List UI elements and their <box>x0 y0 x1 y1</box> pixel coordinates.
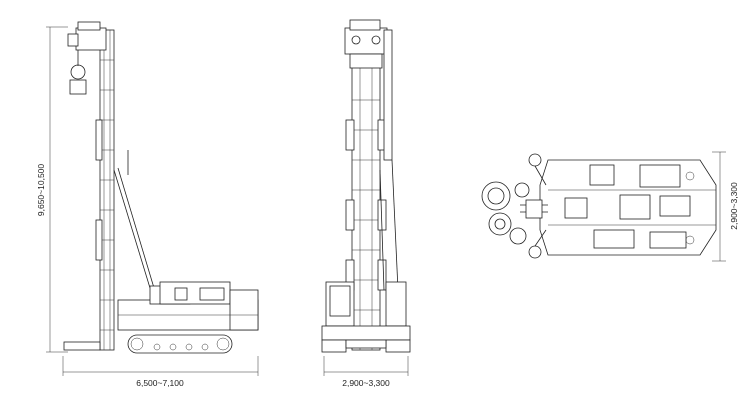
top-width-dimension: 2,900~3,300 <box>712 151 739 262</box>
side-height-dimension: 9,650~10,500 <box>36 26 68 353</box>
front-view: 2,900~3,300 <box>321 19 411 388</box>
machine-body <box>117 281 259 331</box>
front-width-dimension: 2,900~3,300 <box>323 356 409 388</box>
side-height-label: 9,650~10,500 <box>36 164 46 217</box>
top-view: 2,900~3,300 <box>481 151 739 262</box>
top-rotary-head <box>481 153 548 259</box>
side-length-dimension: 6,500~7,100 <box>62 356 259 388</box>
front-body <box>321 281 411 353</box>
side-view: 9,650~10,500 <box>36 21 259 388</box>
top-width-label: 2,900~3,300 <box>729 182 739 230</box>
mast <box>63 21 115 351</box>
backstay <box>113 150 155 289</box>
top-deck <box>539 159 717 256</box>
front-width-label: 2,900~3,300 <box>342 378 390 388</box>
crawler-track <box>127 334 233 354</box>
front-mast <box>344 19 399 351</box>
side-length-label: 6,500~7,100 <box>136 378 184 388</box>
